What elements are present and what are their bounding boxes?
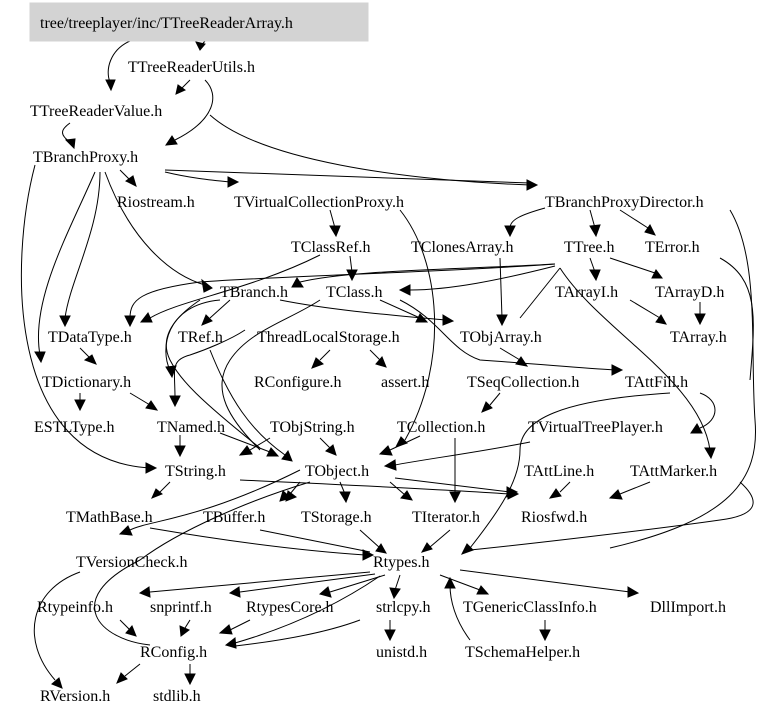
- node-rversion[interactable]: RVersion.h: [40, 688, 110, 705]
- node-tattline[interactable]: TAttLine.h: [524, 463, 594, 480]
- node-tobjarray[interactable]: TObjArray.h: [460, 329, 542, 346]
- node-tbranch[interactable]: TBranch.h: [220, 284, 288, 301]
- node-rconfigure[interactable]: RConfigure.h: [254, 374, 342, 391]
- node-tvirtualtreeplayer[interactable]: TVirtualTreePlayer.h: [528, 419, 663, 436]
- node-snprintf[interactable]: snprintf.h: [150, 599, 212, 616]
- node-ttreereaderutils[interactable]: TTreeReaderUtils.h: [128, 59, 255, 76]
- node-tbranchproxydirector[interactable]: TBranchProxyDirector.h: [545, 194, 704, 211]
- node-strlcpy[interactable]: strlcpy.h: [376, 599, 431, 616]
- graph-edges: [20, 40, 757, 689]
- node-tschemahelper[interactable]: TSchemaHelper.h: [465, 644, 580, 661]
- node-tclonesarray[interactable]: TClonesArray.h: [411, 239, 514, 256]
- node-rtypeinfo[interactable]: Rtypeinfo.h: [37, 599, 113, 616]
- node-tvirtualcollectionproxy[interactable]: TVirtualCollectionProxy.h: [234, 194, 404, 211]
- node-tref[interactable]: TRef.h: [178, 329, 223, 346]
- node-tstorage[interactable]: TStorage.h: [301, 509, 372, 526]
- node-tnamed[interactable]: TNamed.h: [157, 419, 225, 436]
- node-assert[interactable]: assert.h: [381, 374, 429, 391]
- node-tcollection[interactable]: TCollection.h: [397, 419, 485, 436]
- node-tseqcollection[interactable]: TSeqCollection.h: [467, 374, 579, 391]
- node-tbuffer[interactable]: TBuffer.h: [203, 509, 265, 526]
- node-estltype[interactable]: ESTLType.h: [34, 419, 115, 436]
- node-ttree[interactable]: TTree.h: [564, 239, 615, 256]
- node-tversioncheck[interactable]: TVersionCheck.h: [76, 554, 188, 571]
- node-rtypescore[interactable]: RtypesCore.h: [246, 599, 334, 616]
- node-ttreereadervalue[interactable]: TTreeReaderValue.h: [30, 103, 162, 120]
- node-tmathbase[interactable]: TMathBase.h: [66, 509, 153, 526]
- node-tgenericclassinfo[interactable]: TGenericClassInfo.h: [463, 599, 597, 616]
- node-tbranchproxy[interactable]: TBranchProxy.h: [33, 149, 138, 166]
- node-tclass[interactable]: TClass.h: [326, 284, 382, 301]
- node-tdictionary[interactable]: TDictionary.h: [42, 374, 131, 391]
- root-node-box: [29, 2, 369, 42]
- node-rtypes[interactable]: Rtypes.h: [373, 554, 429, 571]
- node-tstring[interactable]: TString.h: [165, 463, 226, 480]
- node-riostream[interactable]: Riostream.h: [117, 194, 195, 211]
- node-tarrayi[interactable]: TArrayI.h: [555, 284, 618, 301]
- node-threadlocalstorage[interactable]: ThreadLocalStorage.h: [257, 329, 400, 346]
- node-tarrayd[interactable]: TArrayD.h: [655, 284, 724, 301]
- node-tarray[interactable]: TArray.h: [670, 329, 727, 346]
- node-terror[interactable]: TError.h: [645, 239, 700, 256]
- graph-nodes: tree/treeplayer/inc/TTreeReaderArray.h T…: [30, 15, 727, 705]
- node-unistd[interactable]: unistd.h: [376, 644, 427, 661]
- node-root[interactable]: tree/treeplayer/inc/TTreeReaderArray.h: [40, 15, 293, 32]
- node-stdlib[interactable]: stdlib.h: [153, 688, 201, 705]
- node-tobject[interactable]: TObject.h: [305, 463, 369, 480]
- node-tclassref[interactable]: TClassRef.h: [291, 239, 371, 256]
- node-riosfwd[interactable]: Riosfwd.h: [521, 509, 587, 526]
- node-tobjstring[interactable]: TObjString.h: [270, 419, 355, 436]
- node-rconfig[interactable]: RConfig.h: [140, 644, 207, 661]
- node-tattfill[interactable]: TAttFill.h: [625, 374, 688, 391]
- node-titerator[interactable]: TIterator.h: [412, 509, 480, 526]
- node-tattmarker[interactable]: TAttMarker.h: [630, 463, 717, 480]
- node-dllimport[interactable]: DllImport.h: [650, 599, 726, 616]
- node-tdatatype[interactable]: TDataType.h: [48, 329, 132, 346]
